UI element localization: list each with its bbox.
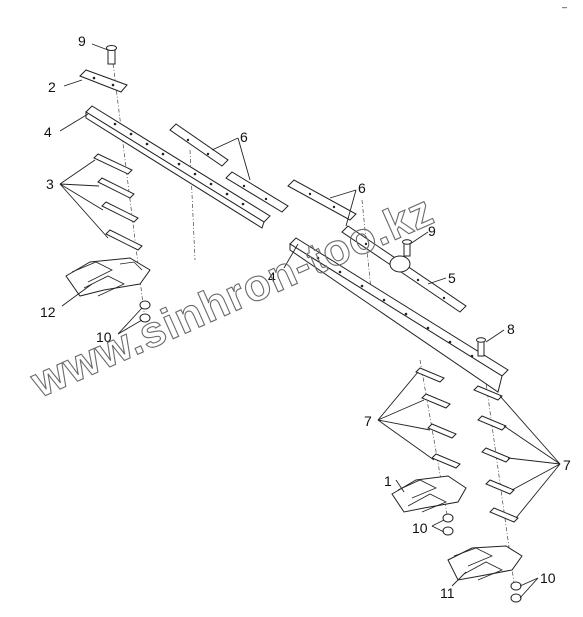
bolt-9-right — [389, 239, 412, 273]
plate-2 — [79, 69, 128, 93]
label-7-left: 7 — [364, 413, 372, 429]
label-5: 5 — [448, 270, 456, 286]
label-2: 2 — [48, 79, 56, 95]
plate-6-upper-b — [225, 171, 289, 213]
label-10-middle: 10 — [412, 520, 428, 536]
label-9-top: 9 — [78, 33, 86, 49]
nuts-10-middle — [442, 513, 454, 536]
part-labels: 9 2 4 3 6 6 9 4 5 12 10 8 7 7 1 10 11 10 — [40, 33, 571, 601]
label-10-bottom: 10 — [540, 570, 556, 586]
bolt-9-left — [106, 45, 117, 65]
label-7-right: 7 — [563, 457, 571, 473]
label-6-right: 6 — [358, 180, 366, 196]
small-plates-7-right — [473, 385, 519, 523]
right-axis-line-1 — [361, 199, 373, 301]
nuts-10-left — [139, 300, 151, 323]
label-4-right: 4 — [268, 269, 276, 285]
bolt-8 — [476, 337, 486, 357]
label-8: 8 — [507, 321, 515, 337]
label-1: 1 — [384, 473, 392, 489]
label-9-right: 9 — [428, 223, 436, 239]
knife-section-12 — [65, 257, 151, 297]
cutter-bar-4-left — [85, 105, 271, 229]
leader-lines — [59, 43, 561, 599]
label-10-left: 10 — [96, 329, 112, 345]
cutter-bar-4-right — [289, 237, 509, 393]
label-11: 11 — [440, 585, 455, 601]
knife-section-1 — [391, 475, 467, 513]
nuts-10-bottom — [510, 581, 522, 603]
label-4-left: 4 — [44, 124, 52, 140]
plate-6-upper-a — [169, 123, 229, 167]
right-assembly — [287, 179, 523, 603]
left-assembly — [65, 45, 289, 323]
knife-section-11 — [447, 545, 523, 581]
small-plates-3 — [93, 153, 143, 251]
plate-6-right — [287, 179, 357, 221]
label-3: 3 — [46, 176, 54, 192]
corner-mark: – — [562, 2, 567, 12]
label-6-top: 6 — [240, 129, 248, 145]
small-plates-7-left — [415, 367, 461, 469]
label-12: 12 — [40, 304, 56, 320]
